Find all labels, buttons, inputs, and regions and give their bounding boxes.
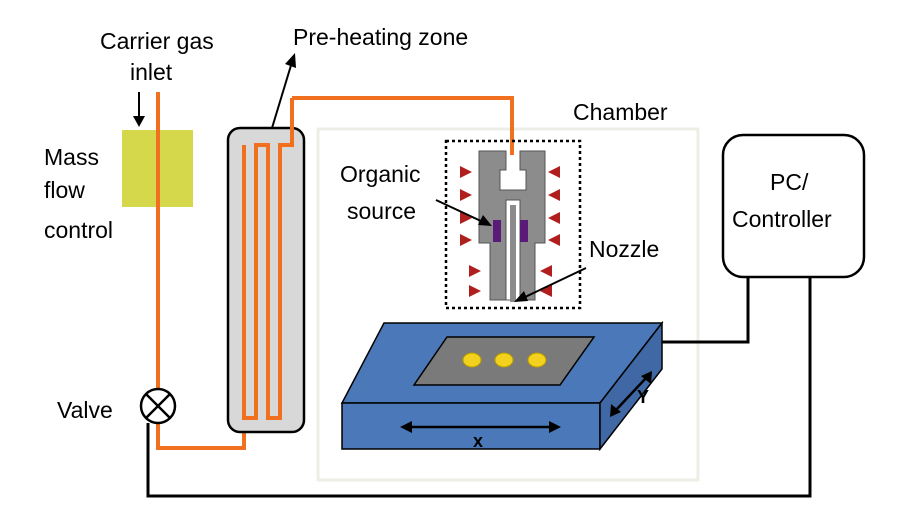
axis-y-label: Y [637, 387, 649, 407]
pc-label-line2: Controller [732, 206, 832, 232]
pc-controller-box [721, 133, 866, 279]
stage-side [599, 320, 663, 452]
y-axis-arrow [610, 371, 652, 417]
organic-source-label-line2: source [347, 198, 416, 224]
mass-flow-label-line2: flow [44, 177, 85, 203]
controller-wire-bottom [146, 278, 812, 498]
carrier-gas-label-line2: inlet [130, 59, 173, 85]
preheating-zone-arrow [271, 53, 296, 129]
axis-x-label: x [473, 431, 483, 451]
chamber-label: Chamber [573, 99, 668, 125]
carrier-gas-arrow [133, 92, 145, 127]
x-axis-arrow [400, 421, 561, 433]
preheating-zone-label: Pre-heating zone [293, 24, 468, 50]
pc-label-line1: PC/ [770, 169, 809, 195]
heater-zone-box [444, 139, 582, 310]
controller-wire-stage [662, 278, 750, 344]
nozzle-inner-tip [510, 205, 516, 302]
organic-source-right [520, 220, 528, 242]
chamber-box [316, 127, 700, 482]
organic-source-arrow [435, 199, 492, 226]
valve-label: Valve [57, 397, 113, 423]
mass-flow-label-line3: control [44, 217, 113, 243]
carrier-gas-label-line1: Carrier gas [100, 28, 214, 54]
nozzle-label: Nozzle [589, 236, 659, 262]
valve-cross-icon [139, 387, 177, 425]
preheater-serpentine-coil [242, 98, 294, 420]
heater-markers-right [540, 166, 560, 297]
mass-flow-label-line1: Mass [44, 144, 99, 170]
organic-source-left [493, 220, 501, 242]
heater-markers-left [460, 166, 481, 297]
nozzle-arrow [514, 267, 587, 302]
gas-line-to-nozzle [292, 96, 514, 155]
organic-source-label-line1: Organic [340, 161, 421, 187]
printed-droplets [462, 352, 547, 368]
